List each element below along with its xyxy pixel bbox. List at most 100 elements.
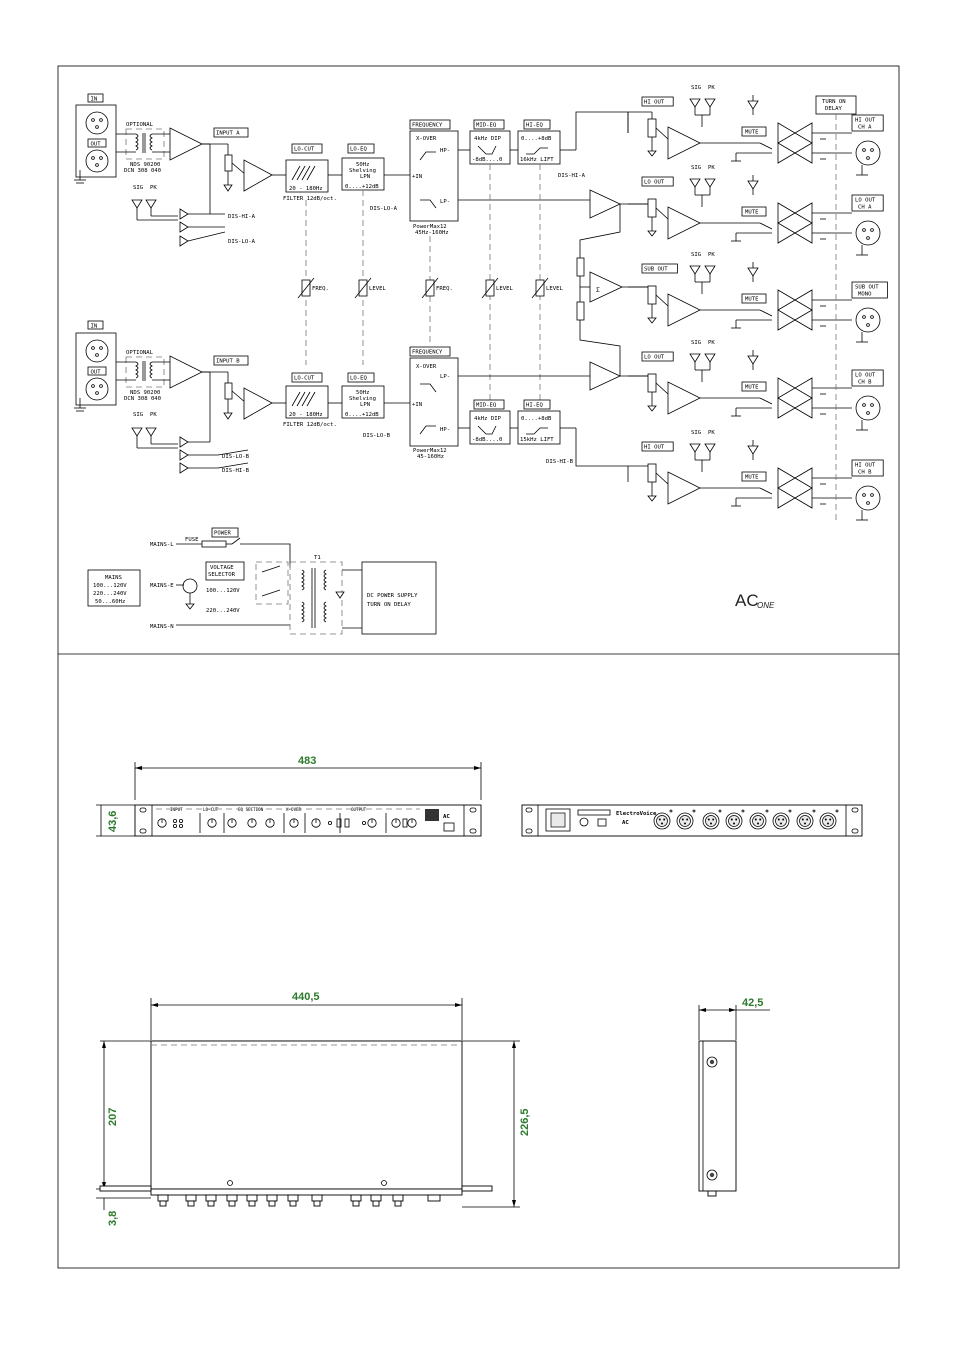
power-switch-front-icon[interactable] [443, 822, 455, 832]
output-amp-icon [667, 381, 701, 415]
mains-l: MAINS-L [150, 542, 174, 548]
optional-transformer-b [125, 356, 165, 388]
output-pot-icon [647, 285, 657, 305]
top-knob-icon [287, 1194, 299, 1202]
output-amp-icon [667, 206, 701, 240]
svg-text:HP-: HP- [440, 427, 450, 433]
top-knob-icon [311, 1194, 323, 1202]
input-amp-b-icon [169, 355, 203, 389]
svg-text:DELAY: DELAY [825, 106, 842, 112]
svg-text:MID-EQ: MID-EQ [476, 403, 497, 409]
buffer-amp-b-icon [243, 387, 273, 420]
input-a-box [213, 127, 249, 138]
xlr-output-icon [855, 485, 881, 511]
side-view-drawing: 42,5 [698, 997, 770, 1197]
front-knob-icon[interactable] [289, 818, 299, 828]
svg-text:HI-EQ: HI-EQ [526, 403, 543, 409]
front-knob-icon[interactable] [407, 818, 417, 828]
pk-led-icon [704, 98, 716, 108]
top-knob-icon [350, 1194, 362, 1202]
logo-sub: ONE [757, 601, 775, 610]
channel-a-processing: LO-CUT 20 - 180Hz FILTER 12dB/oct. LO-EQ… [283, 111, 629, 236]
buffer-amp-a-icon [243, 159, 273, 192]
front-section-label: X-OVER [286, 807, 302, 812]
svg-text:CH A: CH A [858, 205, 872, 211]
front-knob-icon[interactable] [157, 818, 167, 828]
voltage-selector-box [205, 561, 245, 581]
svg-text:50...60Hz: 50...60Hz [95, 599, 125, 605]
logo-main: AC [735, 591, 759, 610]
svg-text:TURN ON: TURN ON [822, 99, 846, 105]
pk-led-icon [704, 353, 716, 363]
svg-text:Shelving: Shelving [349, 396, 376, 402]
voltage-selector-icon [597, 818, 607, 827]
fuse-holder-icon [579, 817, 589, 827]
svg-text:DIS-LO-B: DIS-LO-B [363, 433, 391, 439]
svg-text:+IN: +IN [412, 402, 422, 408]
ac-one-logo: AC ONE [735, 591, 775, 610]
front-knob-icon[interactable] [227, 818, 237, 828]
sig-led-icon [689, 443, 701, 453]
front-knob-icon[interactable] [247, 818, 257, 828]
svg-text:PK: PK [708, 165, 715, 171]
dis-hi-a: DIS-HI-A [228, 214, 256, 220]
svg-text:LO OUT: LO OUT [855, 198, 876, 204]
dim-height: 43,6 [107, 811, 119, 832]
transformer-a-1: NDS 90200 [130, 162, 160, 168]
front-button-icon[interactable] [402, 818, 408, 828]
dis-lo-a-eq: DIS-LO-A [370, 206, 398, 212]
rear-xlr-icon [796, 812, 814, 830]
front-led-icon [178, 824, 183, 829]
hieq-a-label: HI-EQ [526, 123, 543, 129]
svg-text:FREQ.: FREQ. [436, 286, 453, 292]
mute-led-icon [747, 445, 759, 455]
balanced-driver-icon [777, 122, 813, 164]
svg-text:CH B: CH B [858, 470, 872, 476]
svg-text:NDS 90200: NDS 90200 [130, 390, 160, 396]
mute-label: MUTE [745, 385, 759, 391]
svg-text:LP-: LP- [440, 199, 450, 205]
top-view-drawing: 440,5 207 3,8 226,5 [96, 991, 531, 1226]
svg-text:16kHz LIFT: 16kHz LIFT [520, 157, 554, 163]
front-knob-icon[interactable] [391, 818, 401, 828]
svg-text:FREQ.: FREQ. [312, 286, 329, 292]
hieq-a-block [517, 130, 561, 165]
svg-text:SIG: SIG [691, 430, 702, 436]
front-button-icon[interactable] [336, 818, 342, 828]
mute-led-icon [747, 180, 759, 190]
t1-label: T1 [314, 555, 321, 561]
front-led-icon [172, 824, 177, 829]
sig-led-a-icon [131, 199, 143, 209]
rear-xlr-icon [653, 812, 671, 830]
svg-text:0....+12dB: 0....+12dB [345, 184, 379, 190]
front-knob-icon[interactable] [265, 818, 275, 828]
output-amp-icon [667, 126, 701, 160]
front-knob-icon[interactable] [311, 818, 321, 828]
rear-panel-drawing: ElectroVoice AC [521, 804, 863, 837]
output-label: HI OUT [644, 100, 665, 106]
output-connector-label-box [851, 114, 884, 132]
rear-panel-outline [521, 804, 863, 837]
side-hole-bottom-icon [706, 1169, 718, 1181]
front-knob-icon[interactable] [207, 818, 217, 828]
sig-a: SIG [133, 185, 144, 191]
dis-lo-a: DIS-LO-A [228, 239, 256, 245]
power-switch-icon [231, 537, 241, 545]
svg-text:Shelving: Shelving [349, 168, 376, 174]
in-a-label: IN [91, 97, 98, 103]
output-label: SUB OUT [644, 267, 668, 273]
input-amp-a-icon [169, 127, 203, 161]
front-button-icon[interactable] [344, 818, 350, 828]
front-knob-icon[interactable] [367, 818, 377, 828]
mideq-a-block [469, 130, 511, 165]
transformer-t1 [289, 561, 343, 635]
svg-text:15kHz LIFT: 15kHz LIFT [520, 437, 554, 443]
top-knob-icon [370, 1194, 382, 1202]
svg-text:45Hz-160Hz: 45Hz-160Hz [415, 230, 449, 236]
mains-spec-box [87, 569, 141, 607]
fuse-label: FUSE [185, 537, 199, 543]
front-led-icon [361, 821, 366, 826]
svg-text:LEVEL: LEVEL [546, 286, 563, 292]
